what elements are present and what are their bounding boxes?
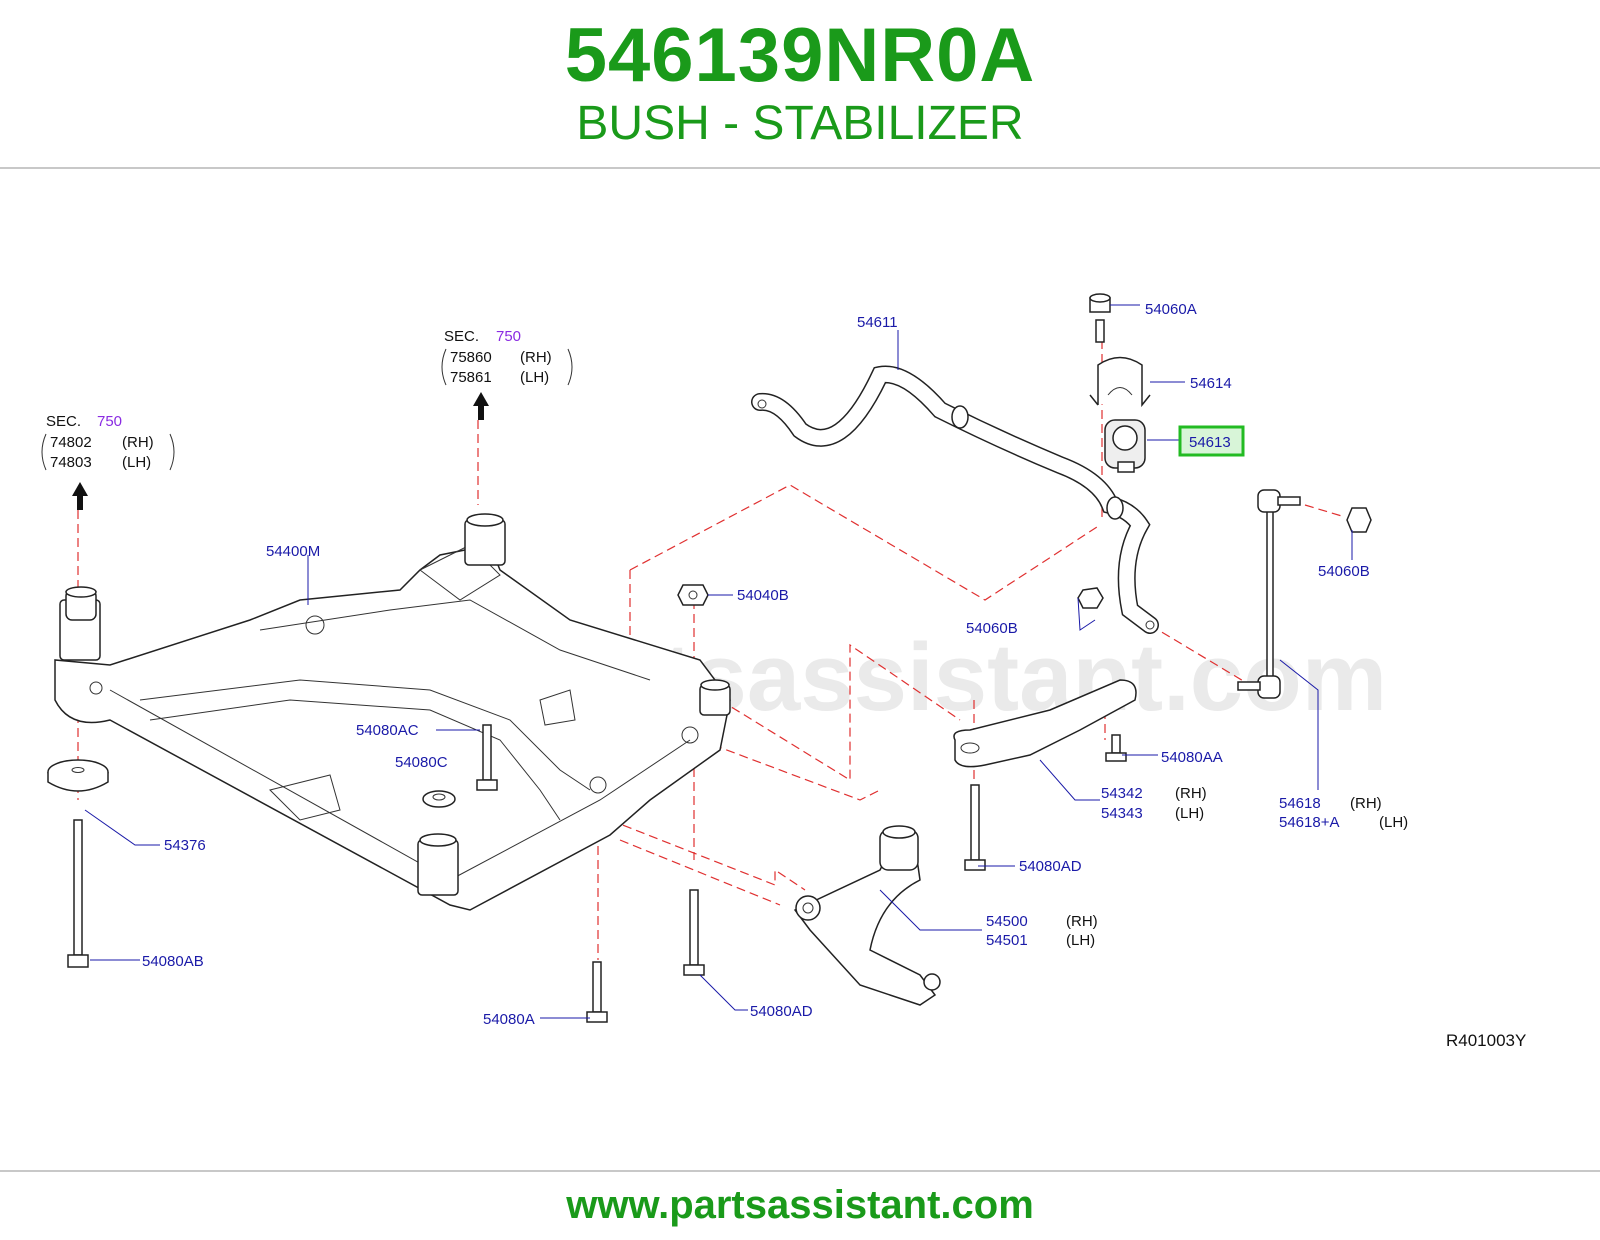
nuts-54060B xyxy=(1077,507,1372,609)
label-54611[interactable]: 54611 xyxy=(857,314,898,331)
label-54501[interactable]: 54501 xyxy=(986,932,1028,949)
label-54343[interactable]: 54343 xyxy=(1101,805,1143,822)
arrow-up-icon xyxy=(72,482,88,510)
label-54618[interactable]: 54618 xyxy=(1279,795,1321,812)
label-54080AD-right[interactable]: 54080AD xyxy=(1019,858,1082,875)
part-labels: 54611 54060A 54614 54613 54060B 54060B 5… xyxy=(142,301,1408,1028)
highlight-box xyxy=(1178,425,1245,457)
label-54501-side: (LH) xyxy=(1066,932,1095,949)
label-54614[interactable]: 54614 xyxy=(1190,375,1232,392)
label-54376[interactable]: 54376 xyxy=(164,837,206,854)
label-54400M[interactable]: 54400M xyxy=(266,543,320,560)
footer-url[interactable]: www.partsassistant.com xyxy=(566,1183,1034,1227)
arrow-up-icon xyxy=(473,392,489,420)
sec-left-code-lh: 74803 xyxy=(50,454,92,471)
sec-ref-mid: SEC. 750 75860 (RH) 75861 (LH) xyxy=(441,328,573,420)
sec-left-code-rh: 74802 xyxy=(50,434,92,451)
label-54500-side: (RH) xyxy=(1066,913,1098,930)
sec-ref-left: SEC. 750 74802 (RH) 74803 (LH) xyxy=(41,413,175,510)
label-54342[interactable]: 54342 xyxy=(1101,785,1143,802)
part-number-title: 546139NR0A xyxy=(564,13,1036,98)
label-54080AA[interactable]: 54080AA xyxy=(1161,749,1223,766)
label-54060B-right[interactable]: 54060B xyxy=(1318,563,1370,580)
sec-left-side-lh: (LH) xyxy=(122,454,151,471)
sec-mid-side-lh: (LH) xyxy=(520,369,549,386)
label-54080AB[interactable]: 54080AB xyxy=(142,953,204,970)
bracket-54614 xyxy=(1089,356,1151,408)
bush-54613 xyxy=(1104,419,1146,473)
label-54618A-side: (LH) xyxy=(1379,814,1408,831)
sec-mid-code-rh: 75860 xyxy=(450,349,492,366)
sec-mid-number[interactable]: 750 xyxy=(496,328,521,345)
part-name-subtitle: BUSH - STABILIZER xyxy=(576,97,1024,150)
label-54343-side: (LH) xyxy=(1175,805,1204,822)
sec-left-side-rh: (RH) xyxy=(122,434,154,451)
label-54342-side: (RH) xyxy=(1175,785,1207,802)
front-subframe xyxy=(54,544,731,911)
label-54618A[interactable]: 54618+A xyxy=(1279,814,1339,831)
diagram-ref-code: R401003Y xyxy=(1446,1031,1526,1050)
stabilizer-bar xyxy=(751,365,1159,634)
nut-54040B xyxy=(677,584,709,606)
label-54040B[interactable]: 54040B xyxy=(737,587,789,604)
label-54060A[interactable]: 54060A xyxy=(1145,301,1197,318)
sec-left-number[interactable]: 750 xyxy=(97,413,122,430)
label-54080AC[interactable]: 54080AC xyxy=(356,722,419,739)
lower-control-arm xyxy=(793,825,941,1006)
label-54613[interactable]: 54613 xyxy=(1189,434,1231,451)
leader-lines xyxy=(84,304,1353,1019)
label-54080A[interactable]: 54080A xyxy=(483,1011,535,1028)
footer-divider xyxy=(0,1170,1600,1172)
label-54500[interactable]: 54500 xyxy=(986,913,1028,930)
sec-mid-prefix: SEC. xyxy=(444,328,479,345)
sec-left-prefix: SEC. xyxy=(46,413,81,430)
subframe-mounts xyxy=(59,513,731,896)
washer-54376 xyxy=(47,759,109,792)
sec-mid-side-rh: (RH) xyxy=(520,349,552,366)
sec-mid-code-lh: 75861 xyxy=(450,369,492,386)
label-54060B-mid[interactable]: 54060B xyxy=(966,620,1018,637)
label-54080C[interactable]: 54080C xyxy=(395,754,448,771)
bolts xyxy=(67,293,1127,1023)
label-54080AD-bottom[interactable]: 54080AD xyxy=(750,1003,813,1020)
stabilizer-link xyxy=(1237,489,1301,699)
label-54618-side: (RH) xyxy=(1350,795,1382,812)
arm-54342 xyxy=(953,679,1137,768)
header-divider xyxy=(0,167,1600,169)
